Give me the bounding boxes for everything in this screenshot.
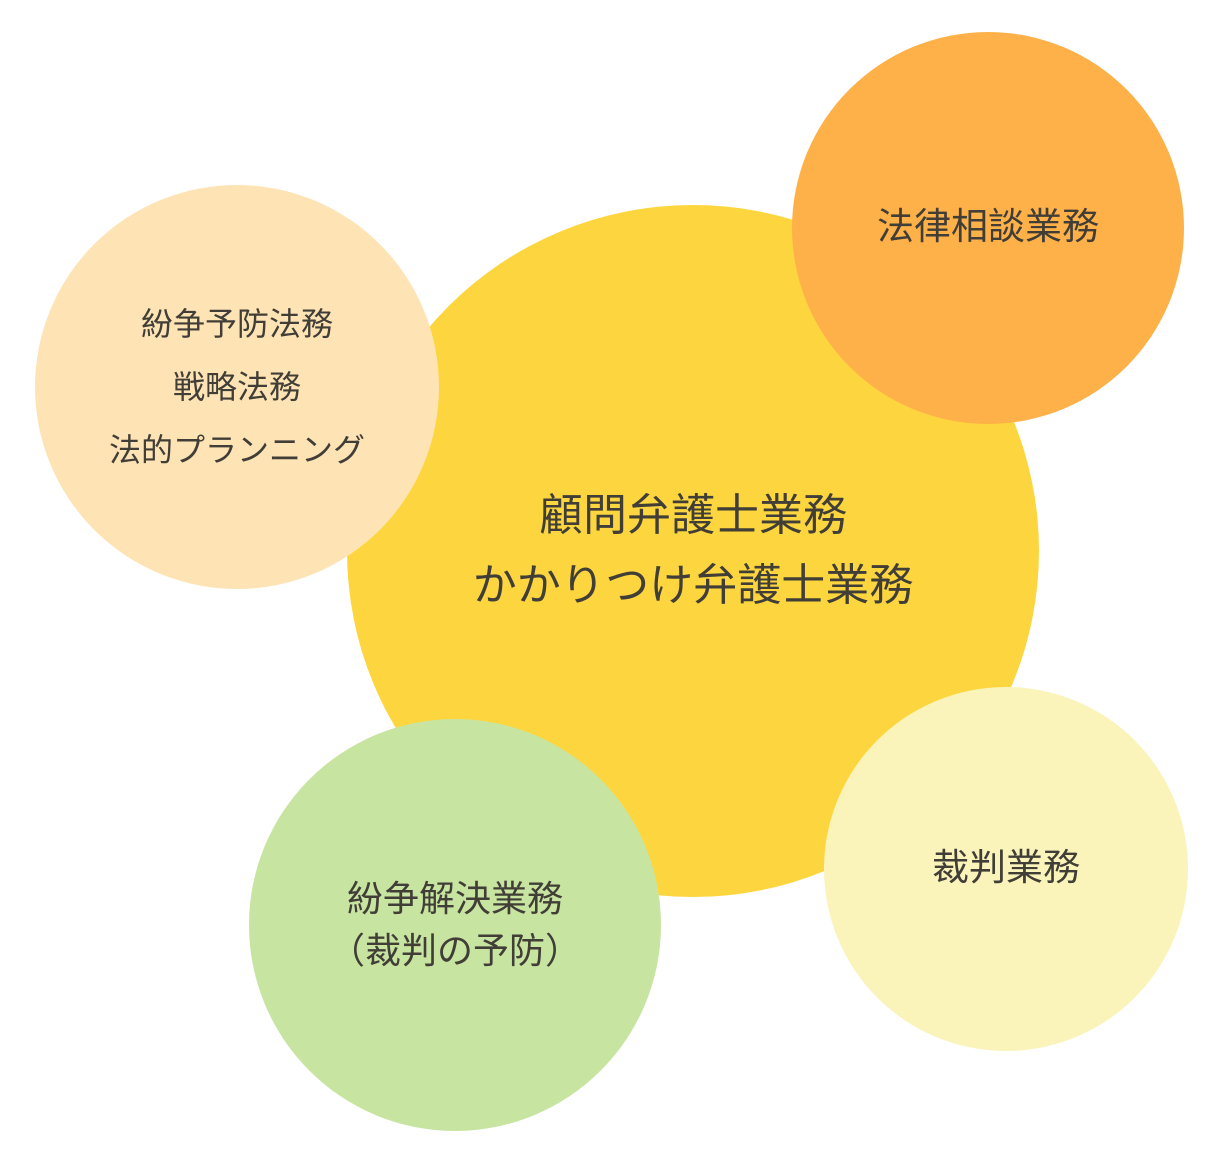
dispute-prevention-label: 紛争予防法務 戦略法務 法的プランニング: [109, 293, 365, 482]
circle-dispute-prevention: 紛争予防法務 戦略法務 法的プランニング: [35, 185, 439, 589]
advisory-services-label: 顧問弁護士業務 かかりつけ弁護士業務: [473, 481, 913, 621]
advisory-services-label-line1: 顧問弁護士業務: [538, 491, 847, 540]
dispute-resolution-label-line1: 紛争解決業務: [346, 879, 563, 919]
dispute-prevention-label-line3: 法的プランニング: [108, 431, 365, 468]
circle-dispute-resolution: 紛争解決業務 （裁判の予防）: [249, 719, 661, 1131]
dispute-resolution-label: 紛争解決業務 （裁判の予防）: [329, 873, 581, 977]
circle-court-business: 裁判業務: [824, 687, 1188, 1051]
circle-legal-consultation: 法律相談業務: [792, 32, 1184, 424]
court-business-label: 裁判業務: [932, 847, 1080, 891]
court-business-label-line1: 裁判業務: [932, 848, 1080, 889]
dispute-resolution-label-line2: （裁判の予防）: [328, 931, 581, 971]
legal-consultation-label: 法律相談業務: [877, 206, 1099, 250]
legal-consultation-label-line1: 法律相談業務: [877, 207, 1099, 248]
advisory-services-label-line2: かかりつけ弁護士業務: [472, 561, 914, 610]
dispute-prevention-label-line1: 紛争予防法務: [140, 305, 333, 342]
dispute-prevention-label-line2: 戦略法務: [172, 368, 301, 405]
